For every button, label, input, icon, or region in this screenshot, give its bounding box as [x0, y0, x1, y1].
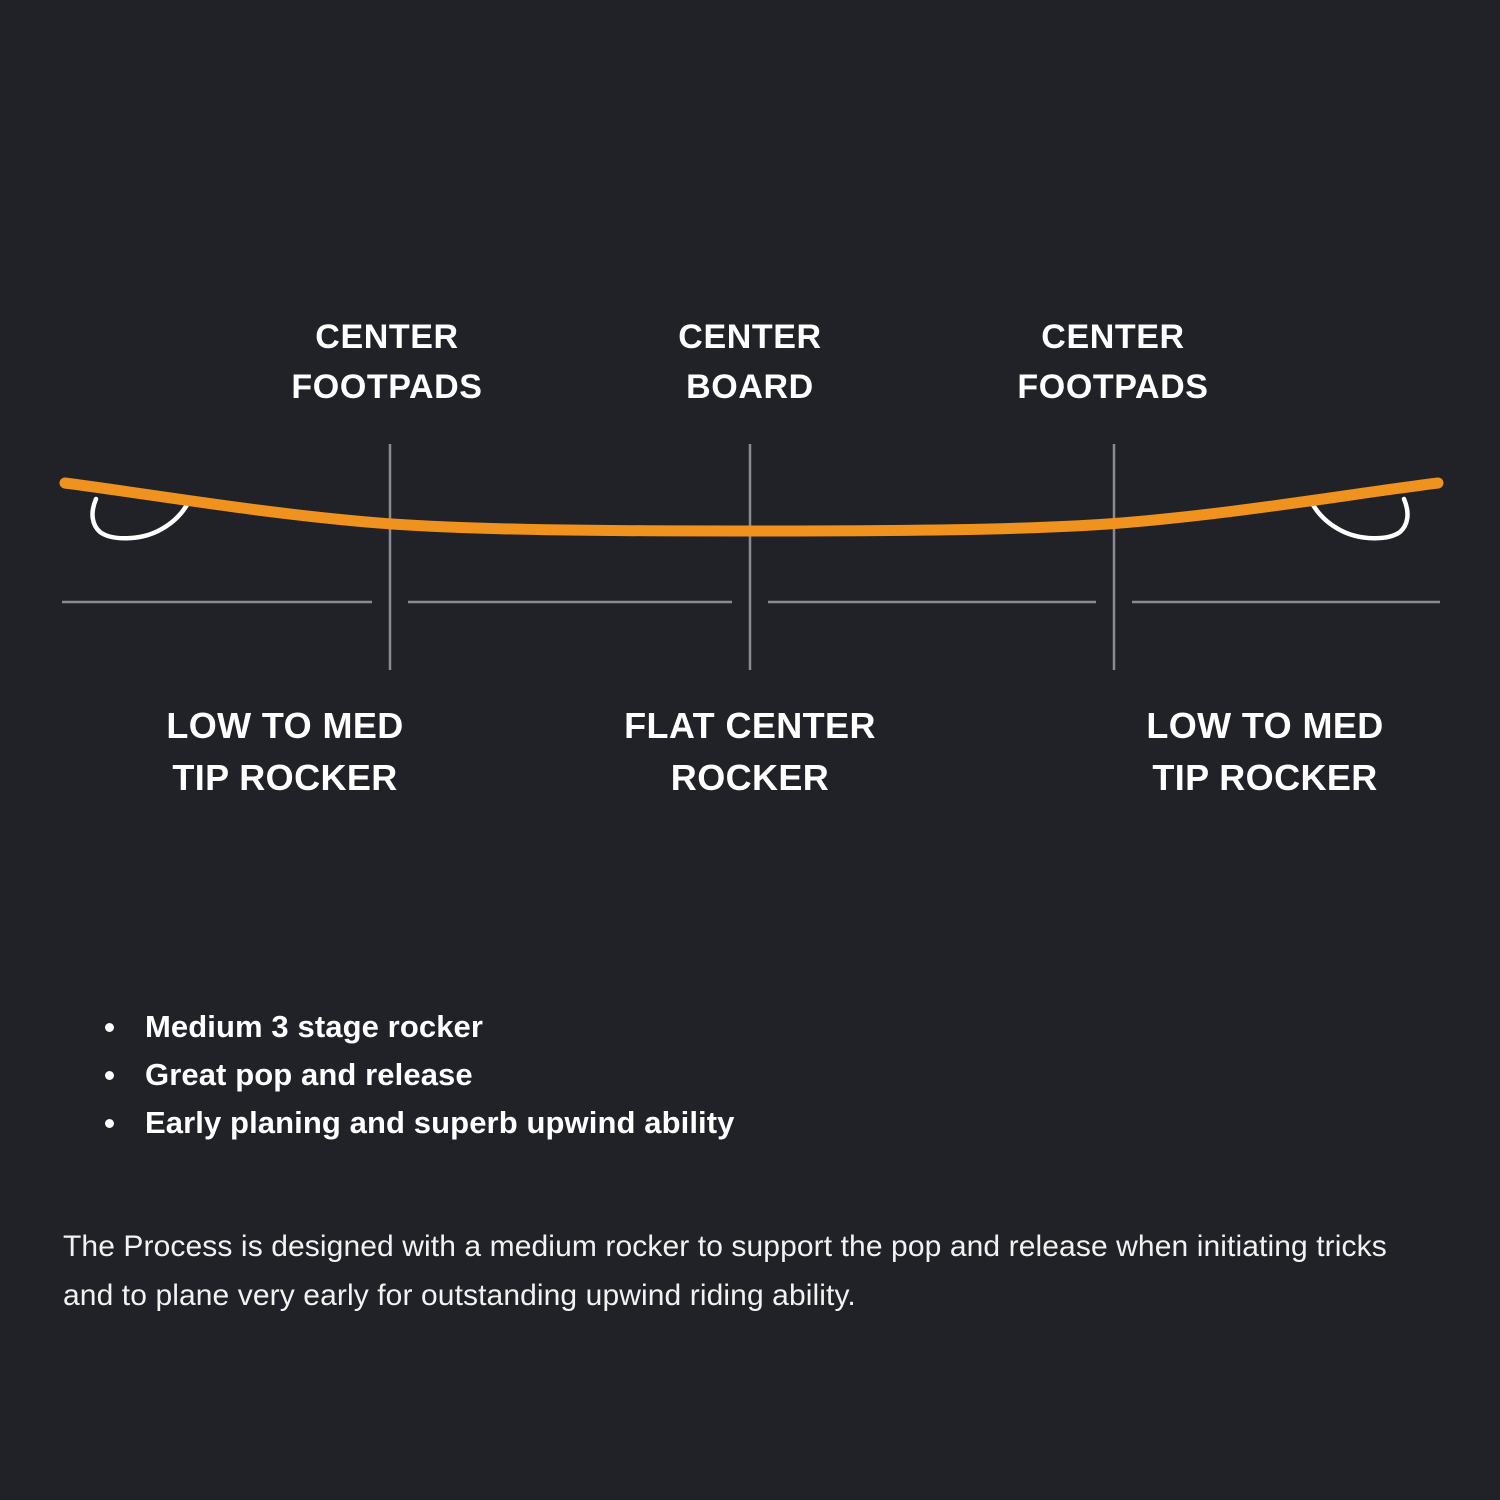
- footpad-outline-left: [90, 496, 191, 541]
- bullet-icon: [105, 1023, 114, 1032]
- rocker-diagram: CENTER FOOTPADS CENTER BOARD CENTER FOOT…: [59, 318, 1444, 798]
- list-item: Medium 3 stage rocker: [95, 1003, 1095, 1051]
- bullet-icon: [105, 1119, 114, 1128]
- label-center-footpads-left: CENTER FOOTPADS: [291, 318, 483, 406]
- feature-text: Great pop and release: [145, 1057, 473, 1092]
- rocker-diagram-svg: [59, 444, 1444, 670]
- description-paragraph: The Process is designed with a medium ro…: [63, 1230, 1387, 1312]
- bullet-icon: [105, 1071, 114, 1080]
- label-center-board: CENTER BOARD: [678, 318, 822, 406]
- feature-text: Medium 3 stage rocker: [145, 1009, 484, 1044]
- feature-text: Early planing and superb upwind ability: [145, 1105, 735, 1140]
- label-low-to-med-tip-rocker-left: LOW TO MED TIP ROCKER: [166, 705, 404, 798]
- list-item: Great pop and release: [95, 1051, 1095, 1099]
- label-flat-center-rocker: FLAT CENTER ROCKER: [624, 705, 876, 798]
- label-center-footpads-right: CENTER FOOTPADS: [1017, 318, 1209, 406]
- label-low-to-med-tip-rocker-right: LOW TO MED TIP ROCKER: [1146, 705, 1384, 798]
- feature-list: Medium 3 stage rocker Great pop and rele…: [95, 1003, 1095, 1147]
- rocker-curve: [59, 477, 1444, 537]
- footpad-outline-right: [1309, 496, 1410, 541]
- list-item: Early planing and superb upwind ability: [95, 1099, 1095, 1147]
